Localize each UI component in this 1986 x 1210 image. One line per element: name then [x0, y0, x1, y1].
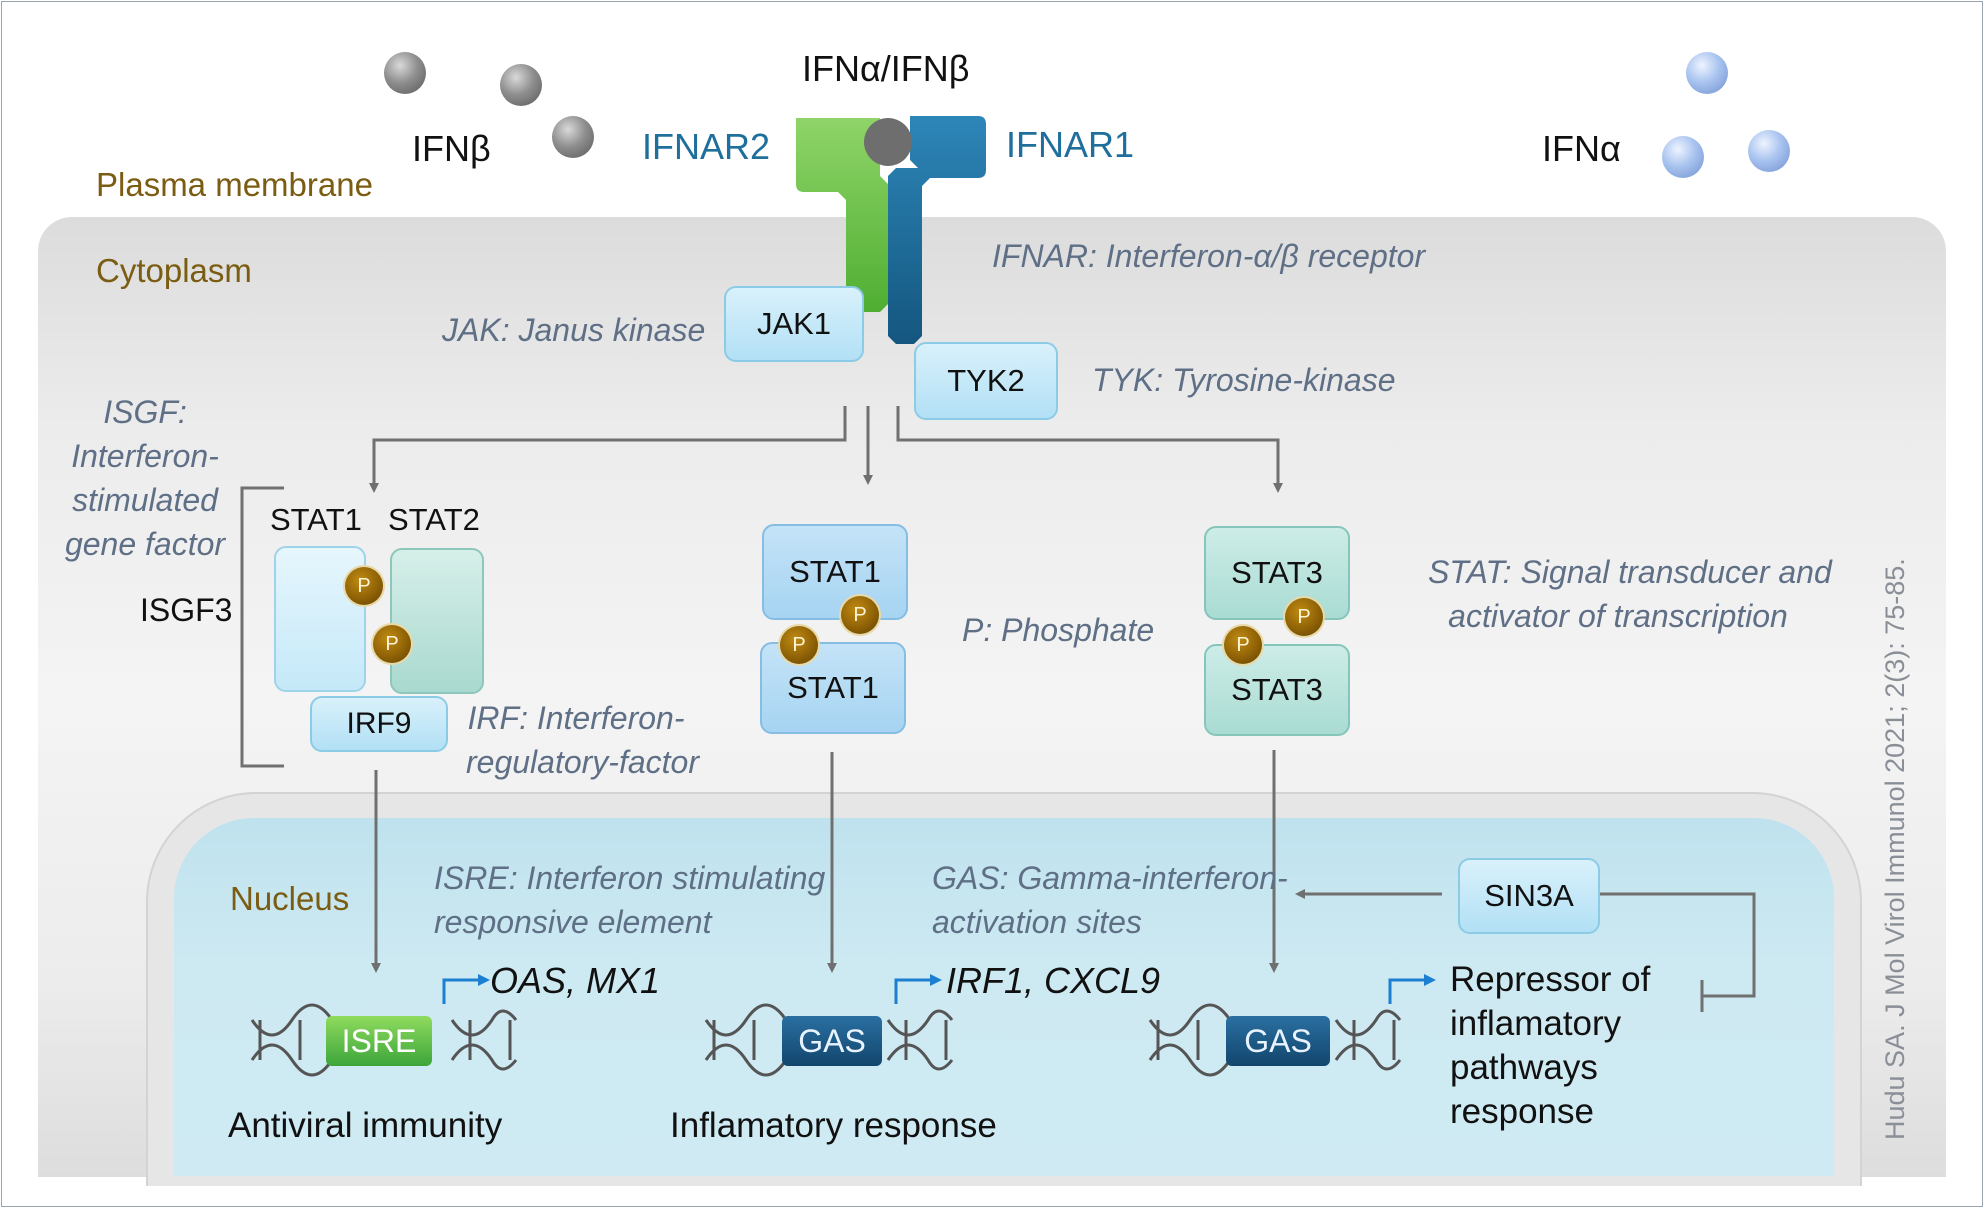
- stat3-dimer-top: STAT3: [1204, 526, 1350, 620]
- isgf3-stat2-shape: [390, 548, 484, 694]
- ifnb-ligand: [552, 116, 594, 158]
- isgf3-stat1-shape: [274, 546, 366, 692]
- irf-note-line: regulatory-factor: [466, 744, 699, 780]
- stat-note: STAT: Signal transducer and activator of…: [1428, 550, 1832, 638]
- stat-note-line: activator of transcription: [1448, 598, 1788, 634]
- ifnar1-label: IFNAR1: [1006, 124, 1135, 165]
- dna-helix-2: [704, 1003, 954, 1077]
- gas-note-line: GAS: Gamma-interferon-: [932, 860, 1288, 896]
- ifnar1-receptor: [888, 116, 986, 344]
- isgf3-stat2-label: STAT2: [388, 502, 480, 537]
- repressor-line: response: [1450, 1092, 1594, 1131]
- repressor-line: pathways: [1450, 1048, 1598, 1087]
- isgf-note: ISGF: Interferon- stimulated gene factor: [60, 390, 230, 566]
- jak-note: JAK: Janus kinase: [442, 312, 706, 348]
- phosphate-symbol: P: [780, 626, 818, 664]
- nucleus-label: Nucleus: [230, 880, 350, 917]
- isre-note-line: responsive element: [434, 904, 712, 940]
- irf-note: IRF: Interferon- regulatory-factor: [466, 696, 699, 784]
- isgf3-label: ISGF3: [140, 592, 233, 628]
- ifnb-label: IFNβ: [412, 128, 491, 169]
- isgf-note-line: Interferon-: [71, 438, 219, 474]
- jak1-box: JAK1: [724, 286, 864, 362]
- isgf-note-line: ISGF:: [103, 394, 187, 430]
- repressor-label: Repressor of inflamatory pathways respon…: [1450, 958, 1650, 1134]
- cytoplasm-label: Cytoplasm: [96, 252, 252, 289]
- isgf3-stat1-label: STAT1: [270, 502, 362, 537]
- irf9-box: IRF9: [310, 696, 448, 752]
- stat3-dimer-bottom: STAT3: [1204, 644, 1350, 736]
- stat1-dimer-top: STAT1: [762, 524, 908, 620]
- plasma-membrane-label: Plasma membrane: [96, 166, 373, 203]
- ifnb-ligand: [384, 52, 426, 94]
- ifna-ligand: [1686, 52, 1728, 94]
- phosphate-symbol: P: [1285, 598, 1323, 636]
- gas-note-line: activation sites: [932, 904, 1142, 940]
- gas-note: GAS: Gamma-interferon- activation sites: [932, 856, 1288, 944]
- phosphate-note: P: Phosphate: [962, 612, 1155, 648]
- ifna-ligand: [1662, 136, 1704, 178]
- ifna-label: IFNα: [1542, 128, 1621, 169]
- ifna-ligand: [1748, 130, 1790, 172]
- gene-label-gas: IRF1, CXCL9: [946, 960, 1161, 1001]
- isre-element: ISRE: [326, 1016, 432, 1066]
- phosphate-symbol: P: [841, 596, 879, 634]
- isgf-note-line: gene factor: [64, 526, 226, 562]
- ifnar2-label: IFNAR2: [642, 126, 771, 167]
- phosphate-symbol: P: [1224, 626, 1262, 664]
- inflammatory-response-label: Inflamatory response: [670, 1106, 997, 1145]
- ifn-ab-label: IFNα/IFNβ: [802, 48, 970, 89]
- ifnar2-receptor: [796, 118, 888, 312]
- tyk2-box: TYK2: [914, 342, 1058, 420]
- dna-helix-3: [1148, 1003, 1402, 1077]
- isre-note: ISRE: Interferon stimulating responsive …: [434, 856, 825, 944]
- gas-element-2: GAS: [1226, 1016, 1330, 1066]
- ifnar-note: IFNAR: Interferon-α/β receptor: [992, 238, 1426, 274]
- citation-credit: Hudu SA. J Mol Virol Immunol 2021; 2(3):…: [1880, 558, 1910, 1140]
- repressor-line: Repressor of: [1450, 960, 1651, 999]
- dna-helix-1: [250, 1003, 518, 1077]
- irf-note-line: IRF: Interferon-: [467, 700, 685, 736]
- isgf-note-line: stimulated: [72, 482, 218, 518]
- stat-note-line: STAT: Signal transducer and: [1428, 554, 1832, 590]
- isre-note-line: ISRE: Interferon stimulating: [434, 860, 826, 896]
- antiviral-immunity-label: Antiviral immunity: [228, 1106, 503, 1145]
- phosphate-symbol: P: [373, 625, 411, 663]
- tyk-note: TYK: Tyrosine-kinase: [1092, 362, 1396, 398]
- stat1-dimer-bottom: STAT1: [760, 642, 906, 734]
- gene-label-isre: OAS, MX1: [490, 960, 661, 1001]
- ifnb-ligand: [500, 64, 542, 106]
- sin3a-box: SIN3A: [1458, 858, 1600, 934]
- repressor-line: inflamatory: [1450, 1004, 1622, 1043]
- gas-element-1: GAS: [782, 1016, 882, 1066]
- phosphate-symbol: P: [345, 567, 383, 605]
